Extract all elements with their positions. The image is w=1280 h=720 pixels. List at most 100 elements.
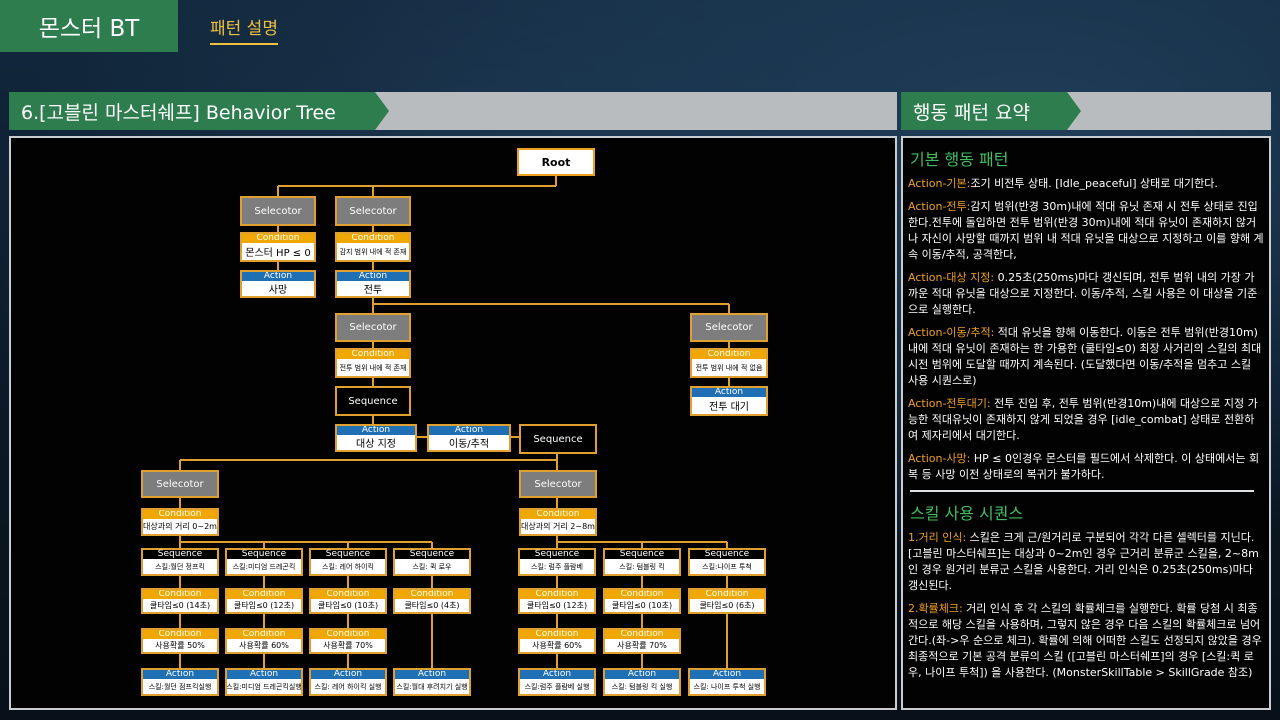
sequence-header: Sequence <box>311 550 385 559</box>
selector-node-far: Selecotor <box>519 470 597 498</box>
condition-header: Condition <box>337 234 409 243</box>
condition-cooldown: Condition 쿨타임≤0 (6초) <box>688 588 766 614</box>
condition-text: 사용확률 60% <box>532 641 582 650</box>
condition-header: Condition <box>337 350 409 359</box>
action-header: Action <box>520 670 594 679</box>
condition-text: 쿨타임≤0 (12초) <box>233 601 295 610</box>
condition-probability: Condition 사용확률 60% <box>518 628 596 654</box>
sequence-header: Sequence <box>690 550 764 559</box>
sequence-node-chase: Sequence <box>335 386 411 416</box>
action-text: 스킬:월대 후려치기 실행 <box>396 682 468 691</box>
condition-header: Condition <box>520 630 594 639</box>
action-skill: Action 스킬: 나이프 투척 실행 <box>688 668 766 696</box>
condition-header: Condition <box>143 590 217 599</box>
summary-key: Action-기본: <box>908 177 971 190</box>
summary-section-title: 행동 패턴 요약 <box>901 92 1081 130</box>
action-header: Action <box>605 670 679 679</box>
condition-text: 몬스터 HP ≤ 0 <box>245 248 311 259</box>
condition-text: 사용확률 50% <box>155 641 205 650</box>
sequence-header: Sequence <box>395 550 469 559</box>
action-header: Action <box>227 670 301 679</box>
condition-text: 쿨타임≤0 (10초) <box>611 601 673 610</box>
summary-text: HP ≤ 0인경우 몬스터를 필드에서 삭제한다. 이 상태에서는 회복 등 사… <box>908 452 1260 481</box>
selector-node-idle: Selecotor <box>690 313 768 342</box>
action-header: Action <box>690 670 764 679</box>
condition-cooldown: Condition 쿨타임≤0 (14초) <box>141 588 219 614</box>
condition-text: 감지 범위 내에 적 존재 <box>339 247 407 256</box>
sequence-header: Sequence <box>520 550 594 559</box>
page-subtitle: 패턴 설명 <box>210 14 278 45</box>
condition-header: Condition <box>227 630 301 639</box>
action-text: 스킬:월던 점프킥실행 <box>148 682 212 691</box>
condition-text: 대상과의 거리 2~8m <box>521 522 595 531</box>
summary-text: 0.25초(250ms)마다 갱신되며, 전투 범위 내의 가장 가까운 적대 … <box>908 271 1258 316</box>
condition-text: 쿨타임≤0 (12초) <box>526 601 588 610</box>
condition-header: Condition <box>143 630 217 639</box>
sequence-skill-near-2: Sequence 스킬:미디엄 드레곤킥 <box>225 548 303 576</box>
condition-header: Condition <box>605 630 679 639</box>
action-skill: Action 스킬:월던 점프킥실행 <box>141 668 219 696</box>
action-header: Action <box>395 670 469 679</box>
summary-key: Action-전투대기: <box>908 397 991 410</box>
action-text: 스킬:미디엄 드레곤킥실행 <box>227 682 301 691</box>
action-header: Action <box>311 670 385 679</box>
action-text: 스킬: 나이프 투척 실행 <box>693 682 761 691</box>
action-text: 스킬: 레어 하이킥 실행 <box>314 682 382 691</box>
root-node: Root <box>517 148 595 176</box>
action-header: Action <box>143 670 217 679</box>
condition-far-range: Condition 대상과의 거리 2~8m <box>519 508 597 536</box>
action-text: 전투 대기 <box>709 402 749 413</box>
action-skill: Action 스킬:미디엄 드레곤킥실행 <box>225 668 303 696</box>
condition-hp-zero: Condition 몬스터 HP ≤ 0 <box>240 232 316 262</box>
condition-text: 쿨타임≤0 (6초) <box>699 601 755 610</box>
condition-header: Condition <box>692 350 766 359</box>
summary-item: Action-대상 지정: 0.25초(250ms)마다 갱신되며, 전투 범위… <box>908 270 1264 318</box>
summary-item: 1.거리 인식: 스킬은 크게 근/원거리로 구분되어 각각 다른 셀렉터를 지… <box>908 530 1264 594</box>
condition-enemy-detected: Condition 감지 범위 내에 적 존재 <box>335 232 411 262</box>
condition-text: 전투 범위 내에 적 없음 <box>695 363 763 372</box>
condition-header: Condition <box>227 590 301 599</box>
condition-text: 쿨타임≤0 (4초) <box>404 601 460 610</box>
sequence-header: Sequence <box>143 550 217 559</box>
action-skill: Action 스킬:월대 후려치기 실행 <box>393 668 471 696</box>
action-header: Action <box>692 388 766 397</box>
condition-text: 쿨타임≤0 (14초) <box>149 601 211 610</box>
condition-cooldown: Condition 쿨타임≤0 (4초) <box>393 588 471 614</box>
summary-text: 적대 유닛을 향해 이동한다. 이동은 전투 범위(반경10m) 내에 적대 유… <box>908 326 1262 387</box>
skill-name: 스킬: 퀵 로우 <box>412 562 452 571</box>
condition-text: 대상과의 거리 0~2m <box>143 522 217 531</box>
action-death: Action 사망 <box>240 270 316 298</box>
condition-header: Condition <box>143 510 217 519</box>
condition-text: 쿨타임≤0 (10초) <box>317 601 379 610</box>
action-text: 전투 <box>363 285 383 296</box>
tree-connectors <box>179 176 730 668</box>
sequence-skill-far-2: Sequence 스킬: 텀블링 킥 <box>603 548 681 576</box>
summary-item: Action-사망: HP ≤ 0인경우 몬스터를 필드에서 삭제한다. 이 상… <box>908 451 1264 483</box>
condition-header: Condition <box>242 234 314 243</box>
action-skill: Action 스킬: 텀블링 킥 실행 <box>603 668 681 696</box>
action-header: Action <box>337 272 409 281</box>
condition-text: 사용확률 70% <box>323 641 373 650</box>
condition-probability: Condition 사용확률 70% <box>309 628 387 654</box>
action-combat-idle: Action 전투 대기 <box>690 386 768 416</box>
tree-section-title: 6.[고블린 마스터쉐프] Behavior Tree <box>9 92 389 130</box>
summary-text: 조기 비전투 상태. [Idle_peaceful] 상태로 대기한다. <box>970 177 1218 190</box>
action-skill: Action 스킬: 레어 하이킥 실행 <box>309 668 387 696</box>
skill-sequence-title: 스킬 사용 시퀀스 <box>910 504 1024 523</box>
summary-panel: 기본 행동 패턴 Action-기본:조기 비전투 상태. [Idle_peac… <box>901 136 1271 710</box>
selector-node-death: Selecotor <box>240 196 316 226</box>
action-header: Action <box>337 426 415 435</box>
sequence-skill-far-3: Sequence 스킬:나이프 투척 <box>688 548 766 576</box>
summary-item: Action-기본:조기 비전투 상태. [Idle_peaceful] 상태로… <box>908 176 1264 192</box>
action-set-target: Action 대상 지정 <box>335 424 417 452</box>
summary-item: Action-이동/추적: 적대 유닛을 향해 이동한다. 이동은 전투 범위(… <box>908 325 1264 389</box>
summary-text: 스킬은 크게 근/원거리로 구분되어 각각 다른 셀렉터를 지닌다. [고블린 … <box>908 531 1259 592</box>
skill-name: 스킬: 텀블링 킥 <box>619 562 665 571</box>
sequence-skill-far-1: Sequence 스킬: 럼주 플람베 <box>518 548 596 576</box>
summary-key: Action-전투: <box>908 200 971 213</box>
condition-header: Condition <box>311 630 385 639</box>
skill-name: 스킬:미디엄 드레곤킥 <box>232 562 296 571</box>
action-move-chase: Action 이동/추적 <box>427 424 511 452</box>
skill-name: 스킬:나이프 투척 <box>702 562 752 571</box>
condition-cooldown: Condition 쿨타임≤0 (12초) <box>518 588 596 614</box>
